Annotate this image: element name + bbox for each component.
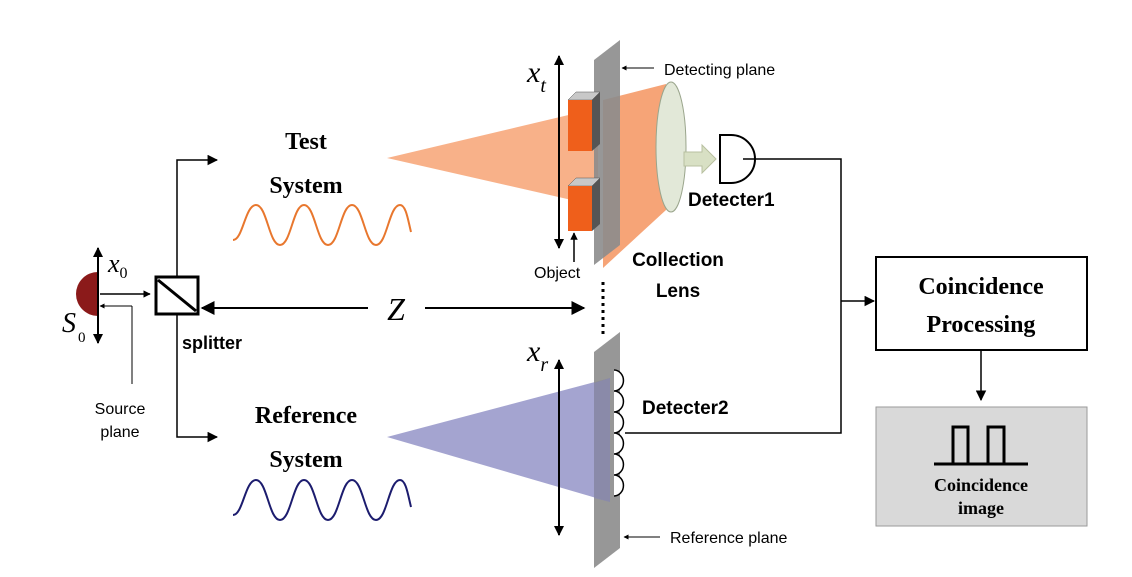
detecting-plane-group: xt Object Detecting plane Collection Len… — [526, 40, 775, 302]
source-plane-label-1: Source — [95, 401, 146, 418]
test-system-title-2: System — [269, 173, 342, 199]
reference-beam-overlay — [594, 378, 610, 502]
distance-label: Z — [387, 291, 406, 327]
coincidence-box — [875, 256, 1088, 351]
coincidence-image-pulses — [934, 425, 1028, 466]
detecting-plane-label: Detecting plane — [664, 62, 775, 79]
reference-wave — [232, 478, 412, 522]
coincidence-box-label-2: Processing — [927, 312, 1036, 338]
object-block-top — [567, 91, 601, 151]
source-axis-label: x0 — [107, 249, 128, 282]
reference-system-title-1: Reference — [255, 403, 358, 429]
signal-wires — [625, 158, 876, 434]
coincidence-image-label-1: Coincidence — [934, 475, 1028, 495]
test-axis-label: xt — [526, 56, 546, 97]
test-beam — [387, 108, 598, 206]
coincidence-image-label-2: image — [958, 498, 1004, 518]
test-system: Test System — [232, 129, 412, 247]
distance-z: Z — [200, 282, 605, 338]
reference-system: Reference System — [232, 403, 412, 522]
collection-lens-label-2: Lens — [656, 281, 700, 302]
detecting-plane — [594, 40, 620, 265]
source-plane-label-2: plane — [100, 424, 139, 441]
collection-lens-label-1: Collection — [632, 250, 724, 271]
reference-beam — [387, 378, 610, 502]
coincidence-processing: Coincidence Processing — [875, 256, 1088, 402]
source-dot — [76, 272, 98, 316]
collection-lens — [655, 81, 687, 213]
reference-axis-label: xr — [526, 335, 548, 376]
reference-plane-group: xr Detecter2 Reference plane — [526, 332, 788, 568]
split-paths — [176, 154, 219, 443]
detector-1 — [719, 134, 756, 184]
coincidence-box-label-1: Coincidence — [918, 274, 1044, 300]
object-label: Object — [534, 265, 581, 282]
test-wave — [232, 203, 412, 247]
detector-2-label: Detecter2 — [642, 398, 729, 419]
reference-plane-label: Reference plane — [670, 530, 788, 547]
beam-splitter: splitter — [154, 275, 242, 353]
reference-system-title-2: System — [269, 447, 342, 473]
detector-1-label: Detecter1 — [688, 190, 775, 211]
test-system-title-1: Test — [285, 129, 327, 155]
splitter-label: splitter — [182, 333, 242, 353]
coincidence-image-box — [875, 406, 1088, 527]
object-block-bottom — [567, 177, 601, 231]
light-arrow — [683, 143, 717, 175]
detector-2-array — [613, 369, 625, 497]
coincidence-image: Coincidence image — [875, 406, 1088, 527]
